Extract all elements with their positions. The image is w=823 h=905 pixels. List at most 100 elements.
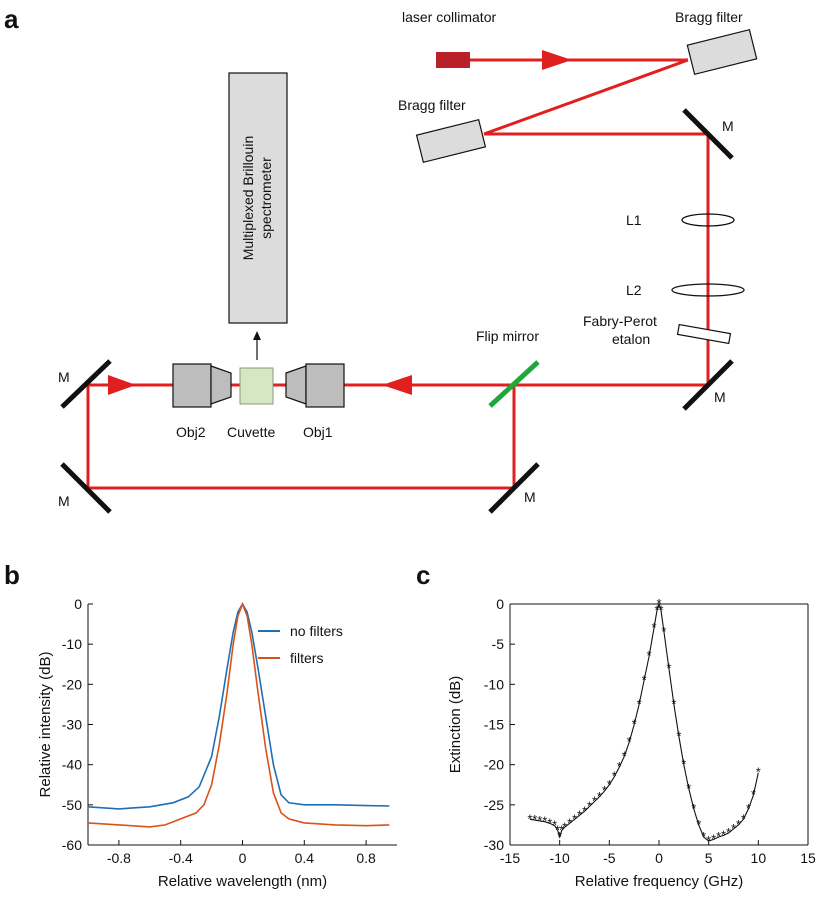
beam-arrow-left [382,375,412,395]
bragg-filter-top-label: Bragg filter [675,9,743,25]
panel-letter-c: c [416,560,430,590]
data-point-marker: * [736,817,741,832]
data-point-marker: * [661,624,666,639]
data-point-marker: * [731,821,736,836]
mirror-label: M [58,369,70,385]
obj1-label: Obj1 [303,424,333,440]
x-tick-label: 5 [705,850,713,866]
fabry-perot-etalon [676,323,732,345]
data-point-marker: * [612,769,617,784]
y-tick-label: -20 [62,676,82,692]
data-point-marker: * [567,815,572,830]
spectrometer-label-line1: Multiplexed Brillouin [240,136,256,261]
laser-collimator [436,52,470,68]
data-point-marker: * [666,660,671,675]
data-point-marker: * [627,734,632,749]
etalon-label-line2: etalon [612,331,650,347]
data-point-marker: * [572,811,577,826]
x-axis-label: Relative wavelength (nm) [158,873,327,890]
mirror-label: M [714,389,726,405]
data-point-marker: * [637,696,642,711]
y-tick-label: -5 [492,636,505,652]
data-point-marker: * [602,783,607,798]
y-tick-label: -25 [484,797,504,813]
y-axis-label: Relative intensity (dB) [37,652,54,798]
y-tick-label: -60 [62,837,82,853]
data-point-marker: * [654,602,659,617]
y-tick-label: -10 [484,676,504,692]
data-point-marker: * [607,777,612,792]
data-point-marker: * [652,620,657,635]
data-point-marker: * [756,765,761,780]
data-point-marker: * [597,789,602,804]
mirror-label: M [524,489,536,505]
x-tick-label: -15 [500,850,520,866]
x-tick-label: -0.8 [107,850,131,866]
y-tick-label: -50 [62,797,82,813]
data-point-marker: * [542,814,547,829]
mirror [60,462,112,514]
series-line [87,602,390,810]
data-point-marker: * [701,829,706,844]
lens-l2 [671,283,745,297]
y-tick-label: 0 [496,596,504,612]
data-point-marker: * [552,818,557,833]
legend-entry: filters [290,650,323,666]
x-tick-label: -5 [603,850,616,866]
lens-l1 [681,213,735,227]
data-point-marker: * [562,819,567,834]
etalon-label-line1: Fabry-Perot [583,313,657,329]
data-point-marker: * [681,757,686,772]
mirror-label: M [58,493,70,509]
data-point-marker: * [658,602,663,617]
data-point-marker: * [532,812,537,827]
legend-entry: no filters [290,623,343,639]
y-axis-label: Extinction (dB) [447,676,464,774]
data-point-marker: * [557,829,562,844]
data-point-marker: * [617,759,622,774]
beam-arrow-right [542,50,572,70]
lens-l1-label: L1 [626,212,642,228]
data-point-marker: * [537,813,542,828]
y-tick-label: -10 [62,636,82,652]
data-point-marker: * [622,749,627,764]
mirror [60,359,112,409]
x-tick-label: 10 [751,850,767,866]
flip-mirror-label: Flip mirror [476,328,539,344]
data-point-marker: * [582,803,587,818]
bragg-filter-top [686,28,758,76]
x-tick-label: 0 [239,850,247,866]
obj2-label: Obj2 [176,424,206,440]
mirror [682,359,734,411]
data-point-marker: * [711,831,716,846]
data-point-marker: * [741,811,746,826]
bragg-filter-left-label: Bragg filter [398,97,466,113]
beam-segment [483,58,689,136]
panel-letter-b: b [4,560,20,590]
data-point-marker: * [716,829,721,844]
x-tick-label: 0.8 [356,850,376,866]
y-tick-label: -30 [484,837,504,853]
brillouin-spectrometer [228,72,288,324]
series-line [529,602,759,842]
data-point-marker: * [686,781,691,796]
data-point-marker: * [555,823,560,838]
series-line [87,601,390,828]
flip-mirror [488,360,540,408]
y-tick-label: 0 [74,596,82,612]
data-point-marker: * [592,794,597,809]
x-tick-label: 0 [655,850,663,866]
laser-collimator-label: laser collimator [402,9,496,25]
x-tick-label: 0.4 [295,850,315,866]
objective-obj2 [172,363,232,408]
x-tick-label: -10 [550,850,570,866]
cuvette-label: Cuvette [227,424,275,440]
data-point-marker: * [547,815,552,830]
data-point-marker: * [587,798,592,813]
y-tick-label: -40 [62,757,82,773]
panel-a: a laser collimator Bragg filter Bragg fi… [4,4,758,514]
data-point-marker: * [642,672,647,687]
data-point-marker: * [726,825,731,840]
data-point-marker: * [559,823,564,838]
